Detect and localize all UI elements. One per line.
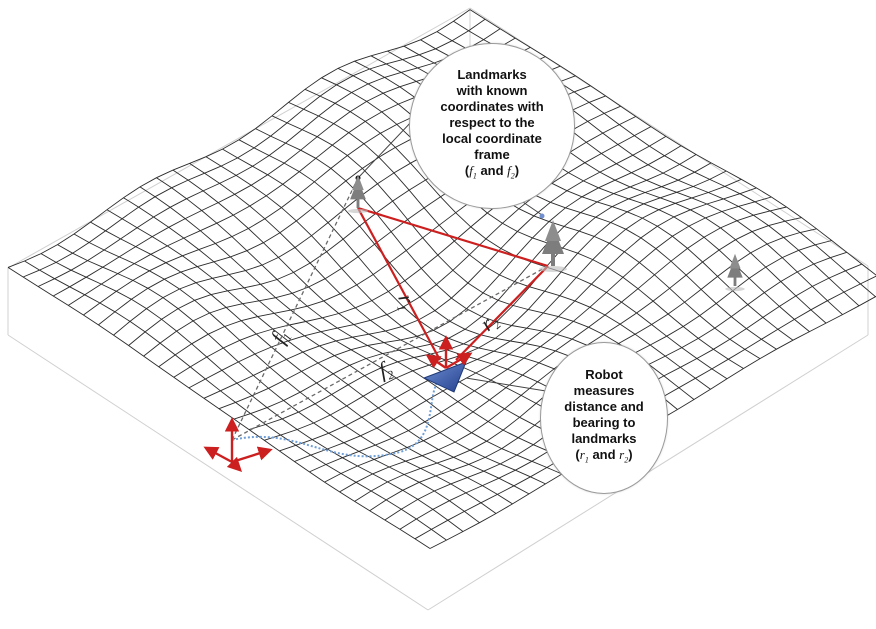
f1-label: f1 [265, 325, 295, 348]
landmarks-callout-line: frame [474, 147, 510, 163]
grid-line [469, 9, 876, 276]
grid-line [24, 260, 447, 541]
landmark-trunk [733, 276, 737, 286]
r2-line [455, 265, 549, 361]
robot-callout-pointer [465, 377, 553, 393]
grid-line [7, 267, 431, 549]
landmark-crown-top [545, 220, 561, 241]
grid-line [57, 244, 480, 524]
robot-icon [422, 361, 467, 393]
landmark-1-icon [347, 174, 369, 214]
landmark-crown-top [729, 253, 741, 269]
grid-line [156, 177, 579, 465]
landmarks-callout: Landmarks with known coordinates with re… [409, 43, 575, 209]
grid-line [123, 197, 546, 485]
landmarks-callout-line: with known [456, 83, 528, 99]
landmarks-callout-line: respect to the [449, 115, 535, 131]
grid-line [288, 101, 711, 390]
landmark-baseline-line [357, 206, 549, 268]
grid-line [106, 209, 530, 495]
robot-frame-x-axis [425, 354, 447, 369]
grid-line [73, 233, 497, 514]
grid-line [279, 178, 742, 452]
robot-callout: Robot measures distance and bearing to l… [540, 342, 668, 494]
robot-callout-line: bearing to [572, 415, 636, 431]
robot-callout-line: distance and [564, 399, 644, 415]
robot-callout-line: measures [573, 383, 635, 399]
landmark-trunk [356, 197, 360, 208]
landmark-shadow [539, 266, 567, 272]
pointer-dot [539, 213, 545, 219]
landmarks-callout-line: local coordinate [442, 131, 542, 147]
landmarks-callout-line: Landmarks [457, 67, 527, 83]
origin-frame-x-axis [203, 446, 233, 464]
robot-callout-line: landmarks [571, 431, 637, 447]
grid-line [172, 169, 596, 456]
robot-frame-y-axis [445, 352, 473, 370]
landmarks-callout-vars: (f1 and f2) [464, 163, 520, 181]
landmark-shadow [347, 208, 369, 214]
robot-path [231, 377, 441, 458]
origin-frame-y-axis [231, 446, 273, 464]
origin-frame-stub [226, 456, 243, 473]
robot-callout-vars: (r1 and r2) [575, 447, 633, 465]
grid-line [321, 77, 744, 369]
landmark-3-icon [725, 253, 745, 292]
r1-line [357, 207, 441, 361]
grid-line [40, 253, 464, 532]
landmark-trunk [551, 252, 555, 266]
landmarks-callout-line: coordinates with [440, 99, 544, 115]
landmark-shadow [725, 286, 745, 292]
robot-callout-line: Robot [585, 367, 623, 383]
landmark-2-icon [539, 220, 567, 272]
grid-line [139, 186, 563, 475]
grid-line [337, 67, 761, 359]
grid-line [90, 221, 513, 505]
landmark-crown-top [352, 174, 364, 190]
